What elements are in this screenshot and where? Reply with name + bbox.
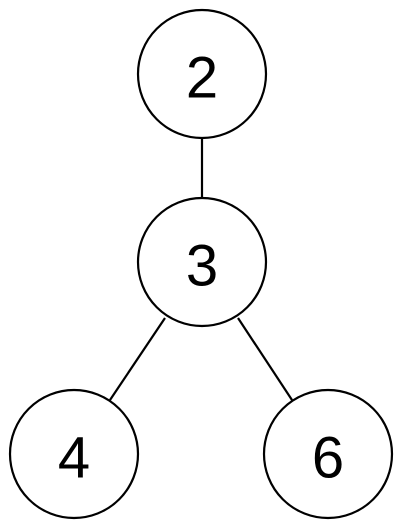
node-label-3: 3 [186,234,218,299]
node-circle [8,388,140,520]
node-circle [136,8,268,140]
node-label-6: 6 [312,426,344,491]
tree-node-6: 6 [262,388,394,520]
tree-node-4: 4 [8,388,140,520]
tree-node-3: 3 [136,196,268,328]
node-label-2: 2 [186,46,218,111]
edge-3-6 [237,317,293,401]
tree-node-2: 2 [136,8,268,140]
edge-3-4 [109,317,166,401]
node-circle [262,388,394,520]
node-label-4: 4 [58,426,90,491]
node-circle [136,196,268,328]
